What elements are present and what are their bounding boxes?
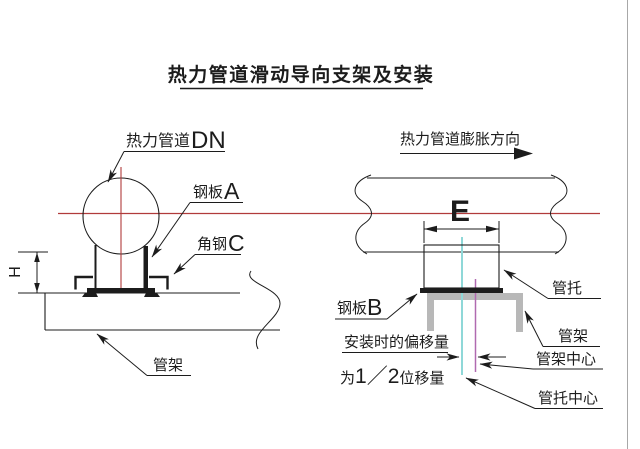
angle-steel-left [74, 275, 93, 290]
page-title: 热力管道滑动导向支架及安装 [168, 63, 435, 86]
rack-left-leader [96, 333, 148, 376]
pipe-label-size-text: DN [191, 127, 226, 154]
dim-e-arrow-left [424, 225, 437, 233]
dim-e-label: E [450, 195, 470, 228]
offset-note: 安装时的偏移量 为1／2位移量 [340, 334, 506, 388]
label-rack-center: 管架中心 [479, 351, 603, 370]
shoe-center-leader [465, 377, 536, 409]
label-shoe-center: 管托中心 [465, 377, 603, 409]
plate-a-leader [151, 202, 191, 258]
base-plate [87, 288, 155, 293]
label-shoe: 管托 [503, 269, 601, 299]
label-steel-plate-a: 钢板 A [151, 178, 243, 258]
steel-plate-b-bar [420, 288, 503, 293]
drawing-header: 热力管道滑动导向支架及安装 [168, 63, 435, 90]
height-dim-label: H [7, 266, 24, 278]
plate-b-id-text: B [367, 294, 382, 320]
steel-plate-right-a [143, 246, 148, 288]
offset-note-line2: 为1／2位移量 [340, 365, 444, 388]
rack-right-text: 管架 [558, 328, 588, 345]
label-rack-right: 管架 [524, 310, 600, 347]
pipe-break-left [354, 174, 372, 255]
pipe-label-text: 热力管道 [126, 132, 190, 150]
dimension-e: E [423, 195, 500, 243]
pipe-label-leader [107, 151, 125, 183]
rack-left-text: 管架 [153, 357, 183, 374]
height-dimension: H [7, 251, 48, 293]
label-steel-plate-b: 钢板 B [335, 293, 418, 320]
plate-a-id-text: A [224, 178, 240, 204]
left-diagram-cross-section: H 热力管道 DN 钢板 A 角钢 C 管架 [7, 127, 281, 376]
pipe-break-right [550, 174, 568, 255]
weld-fillet-right [144, 293, 160, 297]
rack-right-leader [524, 310, 544, 347]
weld-fillet-left [82, 293, 98, 297]
plate-a-text: 钢板 [193, 183, 223, 201]
label-pipe-dn: 热力管道 DN [107, 127, 226, 183]
shoe-leader [503, 269, 549, 299]
beam-break-line [249, 270, 281, 350]
rack-center-text: 管架中心 [536, 351, 596, 368]
angle-c-id-text: C [228, 230, 245, 256]
dim-e-arrow-right [486, 225, 499, 233]
dim-arrow-up [34, 252, 40, 262]
shoe-center-text: 管托中心 [538, 390, 598, 407]
expansion-direction-arrow [514, 147, 533, 160]
angle-steel-right-c [149, 275, 169, 290]
angle-c-leader [173, 254, 196, 275]
rack-bracket [427, 293, 523, 332]
plate-b-leader [386, 293, 418, 320]
angle-c-text: 角钢 [197, 236, 227, 253]
label-rack-left: 管架 [96, 333, 191, 376]
plate-b-text: 钢板 [337, 299, 367, 317]
rack-center-leader [479, 361, 534, 370]
shoe-text: 管托 [552, 280, 582, 297]
right-diagram-longitudinal: 热力管道膨胀方向 E 钢板 B [335, 131, 603, 409]
offset-note-line1: 安装时的偏移量 [344, 334, 449, 351]
expansion-direction: 热力管道膨胀方向 [400, 131, 533, 160]
label-angle-steel-c: 角钢 C [173, 230, 245, 275]
dim-arrow-down [34, 283, 40, 293]
expansion-direction-label: 热力管道膨胀方向 [400, 131, 520, 148]
